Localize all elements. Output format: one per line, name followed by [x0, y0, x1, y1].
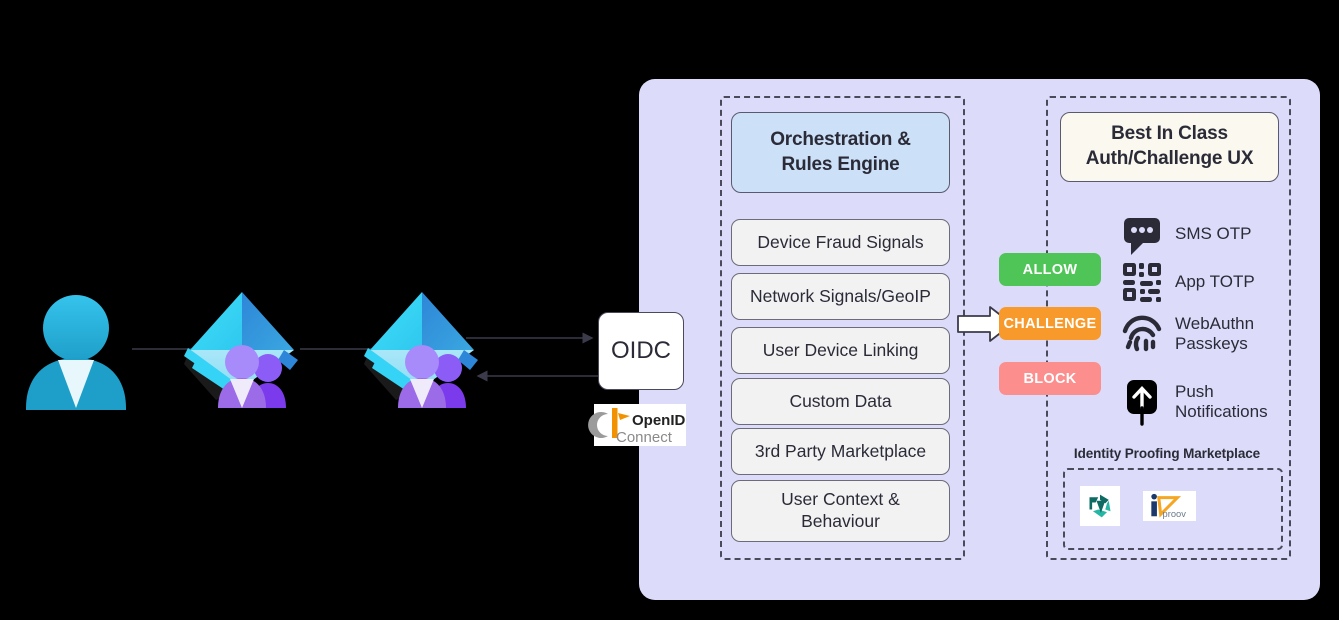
signal-label: Network Signals/GeoIP [750, 285, 931, 306]
decision-badge-challenge[interactable]: CHALLENGE [999, 307, 1101, 340]
openid-wordmark-line2: Connect [616, 429, 673, 446]
orchestration-header-line2: Rules Engine [781, 153, 900, 175]
decision-label: ALLOW [1022, 261, 1078, 278]
qr-code-icon [1121, 261, 1163, 303]
orchestration-header-card: Orchestration & Rules Engine [731, 112, 950, 193]
pyramid-with-people-icon [364, 292, 478, 408]
user-avatar-icon [26, 295, 126, 410]
identity-provider-node-1 [180, 288, 305, 410]
oidc-node[interactable]: OIDC [598, 312, 684, 390]
signal-label-line2: Behaviour [801, 511, 880, 531]
signal-pill-device-fraud[interactable]: Device Fraud Signals [731, 219, 950, 266]
auth-method-label-wrap: Push Notifications [1175, 382, 1268, 423]
identity-provider-node-2 [360, 288, 485, 410]
signal-label: 3rd Party Marketplace [754, 440, 927, 461]
auth-method-label: App TOTP [1175, 271, 1255, 291]
auth-method-label: SMS OTP [1175, 223, 1252, 243]
decision-label: BLOCK [1023, 370, 1077, 387]
auth-header-line2: Auth/Challenge UX [1085, 148, 1254, 169]
auth-method-webauthn-passkeys[interactable]: WebAuthn Passkeys [1121, 313, 1254, 355]
decision-label: CHALLENGE [1003, 315, 1097, 332]
vendor-logo-veriff[interactable] [1080, 486, 1120, 526]
pyramid-with-people-icon [184, 292, 298, 408]
decision-badge-block[interactable]: BLOCK [999, 362, 1101, 395]
auth-method-label-line1: WebAuthn [1175, 313, 1255, 333]
openid-wordmark-line1: OpenID [632, 412, 686, 429]
auth-method-label-line1: Push [1175, 381, 1214, 401]
signal-pill-user-device-linking[interactable]: User Device Linking [731, 327, 950, 374]
auth-method-label-line2: Passkeys [1175, 334, 1248, 353]
signal-pill-custom-data[interactable]: Custom Data [731, 378, 950, 425]
signal-label: User Device Linking [762, 339, 919, 360]
orchestration-header-line1: Orchestration & [770, 128, 911, 150]
signal-pill-3rd-party-marketplace[interactable]: 3rd Party Marketplace [731, 428, 950, 475]
auth-header-card: Best In Class Auth/Challenge UX [1060, 112, 1279, 182]
vendor-logo-iproov[interactable]: proov [1143, 491, 1196, 521]
signal-label: Device Fraud Signals [757, 231, 924, 252]
identity-proofing-marketplace-container [1063, 468, 1283, 550]
auth-method-sms-otp[interactable]: SMS OTP [1121, 213, 1252, 255]
identity-proofing-marketplace-title: Identity Proofing Marketplace [1073, 446, 1261, 461]
iproov-wordmark: proov [1162, 509, 1186, 519]
signal-label: Custom Data [789, 390, 892, 411]
auth-header-line1: Best In Class [1111, 123, 1228, 145]
veriff-logo [1089, 494, 1111, 518]
oidc-label: OIDC [611, 337, 671, 364]
fingerprint-icon [1121, 313, 1163, 355]
signal-pill-network-geoip[interactable]: Network Signals/GeoIP [731, 273, 950, 320]
end-user-actor [20, 290, 132, 410]
auth-method-push-notifications[interactable]: Push Notifications [1121, 380, 1268, 426]
auth-method-app-totp[interactable]: App TOTP [1121, 261, 1255, 303]
openid-logo-icon: OpenID Connect [588, 408, 686, 446]
signal-pill-user-context-behaviour[interactable]: User Context & Behaviour [731, 480, 950, 542]
auth-method-label-wrap: WebAuthn Passkeys [1175, 314, 1254, 355]
sms-chat-bubble-icon [1121, 213, 1163, 255]
signal-label-line1: User Context & [781, 489, 900, 510]
openid-connect-logo: OpenID Connect [588, 404, 686, 446]
iproov-logo: proov [1150, 493, 1186, 519]
push-notification-icon [1121, 380, 1163, 426]
decision-badge-allow[interactable]: ALLOW [999, 253, 1101, 286]
auth-method-label-line2: Notifications [1175, 402, 1268, 421]
